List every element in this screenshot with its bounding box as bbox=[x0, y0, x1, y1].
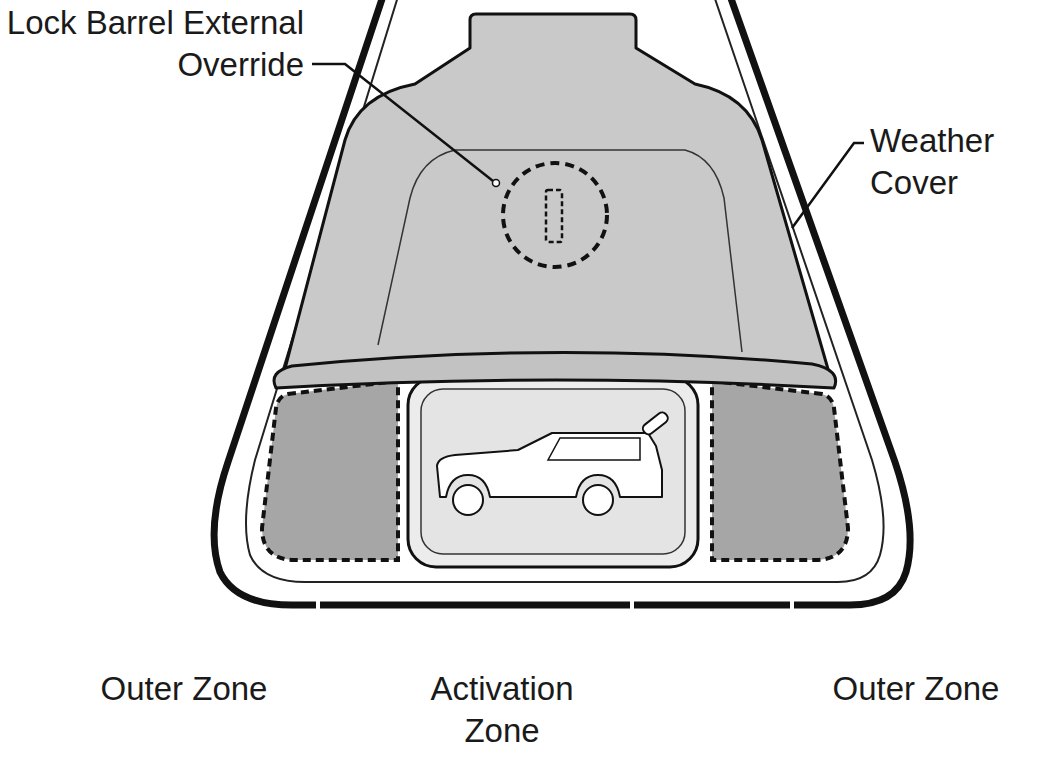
weather-cover-lip bbox=[274, 352, 836, 388]
part-label: Outer Zone bbox=[74, 668, 294, 710]
outer-zone-right bbox=[712, 381, 848, 560]
leader-line bbox=[312, 64, 493, 181]
housing-inner-line bbox=[246, 0, 884, 582]
part-label: Outer Zone bbox=[806, 668, 1026, 710]
weather-cover-contour bbox=[378, 150, 742, 352]
leader-line bbox=[792, 143, 864, 228]
activation-button-inner bbox=[421, 389, 685, 554]
lock-barrel bbox=[503, 163, 607, 267]
part-label: Weather Cover bbox=[870, 120, 1036, 204]
zone-divider-gap bbox=[790, 596, 794, 614]
zone-divider-gap bbox=[630, 596, 634, 614]
zone-divider-gap bbox=[316, 596, 320, 614]
part-label: Activation Zone bbox=[407, 668, 597, 752]
key-slot bbox=[546, 190, 562, 242]
car-wheel bbox=[583, 485, 613, 515]
part-label: Lock Barrel External Override bbox=[2, 2, 304, 86]
open-tailgate bbox=[641, 410, 670, 436]
activation-zone bbox=[408, 377, 698, 567]
housing bbox=[214, 0, 910, 614]
housing-outline bbox=[214, 0, 910, 605]
weather-cover bbox=[274, 14, 836, 388]
weather-cover-body bbox=[282, 14, 830, 380]
car-window bbox=[548, 438, 640, 460]
outer-zones bbox=[262, 381, 848, 560]
leader-dot bbox=[493, 180, 500, 187]
car-wheel bbox=[453, 485, 483, 515]
outer-zone-left bbox=[262, 381, 398, 560]
leader-lines bbox=[312, 64, 864, 228]
activation-button bbox=[408, 377, 698, 567]
